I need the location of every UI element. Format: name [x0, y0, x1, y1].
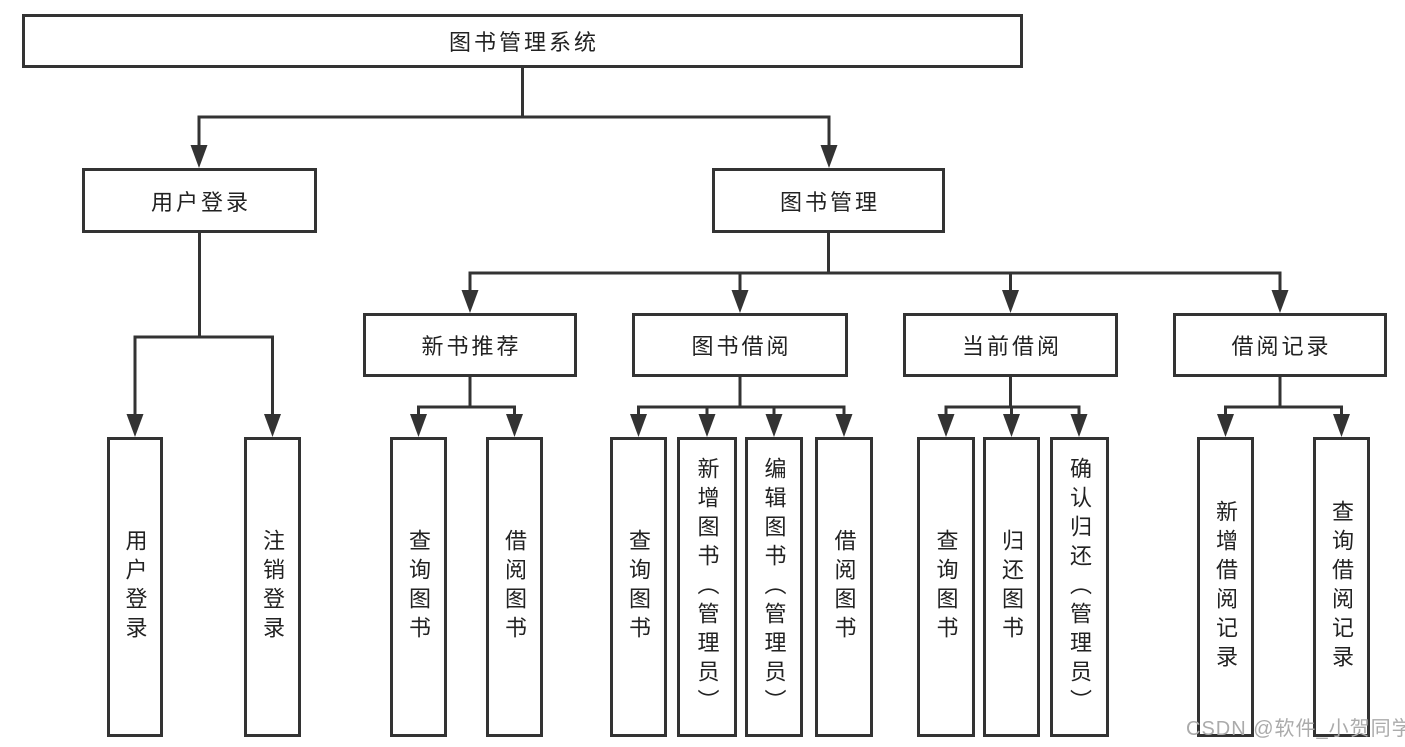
node-borrow-records: 借阅记录 [1173, 313, 1387, 377]
node-book-borrow: 图书借阅 [632, 313, 848, 377]
node-label: 确认归还（管理员） [1067, 456, 1093, 718]
node-current-borrow: 当前借阅 [903, 313, 1118, 377]
node-return-book: 归还图书 [983, 437, 1040, 737]
node-label: 用户登录 [122, 529, 148, 645]
node-book-management: 图书管理 [712, 168, 945, 233]
node-confirm-return-admin: 确认归还（管理员） [1050, 437, 1109, 737]
node-label: 借阅图书 [831, 529, 857, 645]
node-label: 编辑图书（管理员） [761, 456, 787, 718]
node-add-book-admin: 新增图书（管理员） [677, 437, 737, 737]
node-query-book-recommend: 查询图书 [390, 437, 447, 737]
node-query-borrow-record: 查询借阅记录 [1313, 437, 1370, 737]
node-label: 归还图书 [999, 529, 1025, 645]
node-borrow-book-action: 借阅图书 [815, 437, 873, 737]
node-new-book-recommend: 新书推荐 [363, 313, 577, 377]
node-user-login: 用户登录 [82, 168, 317, 233]
node-label: 查询图书 [406, 529, 432, 645]
node-library-system-root: 图书管理系统 [22, 14, 1023, 68]
node-borrow-book-recommend: 借阅图书 [486, 437, 543, 737]
csdn-watermark: CSDN @软件_小贺同学 [1186, 718, 1405, 740]
connector-new-book-recommend-to-children [410, 377, 523, 437]
node-label: 查询借阅记录 [1329, 500, 1355, 674]
node-label: 新增借阅记录 [1213, 500, 1239, 674]
node-label: 查询图书 [933, 529, 959, 645]
node-label: 注销登录 [260, 529, 286, 645]
node-edit-book-admin: 编辑图书（管理员） [745, 437, 803, 737]
node-query-book-current: 查询图书 [917, 437, 975, 737]
node-user-login-action: 用户登录 [107, 437, 163, 737]
node-logout-action: 注销登录 [244, 437, 301, 737]
connector-root-to-level2 [190, 68, 838, 168]
connector-borrow-records-to-children [1217, 377, 1350, 437]
node-query-book-borrow: 查询图书 [610, 437, 667, 737]
connector-user-login-to-children [126, 233, 281, 437]
connector-book-borrow-to-children [630, 377, 853, 437]
connector-current-borrow-to-children [937, 377, 1088, 437]
node-label: 新增图书（管理员） [694, 456, 720, 718]
node-label: 查询图书 [626, 529, 652, 645]
connector-book-management-to-level3 [461, 233, 1289, 313]
node-add-borrow-record: 新增借阅记录 [1197, 437, 1254, 737]
node-label: 借阅图书 [502, 529, 528, 645]
